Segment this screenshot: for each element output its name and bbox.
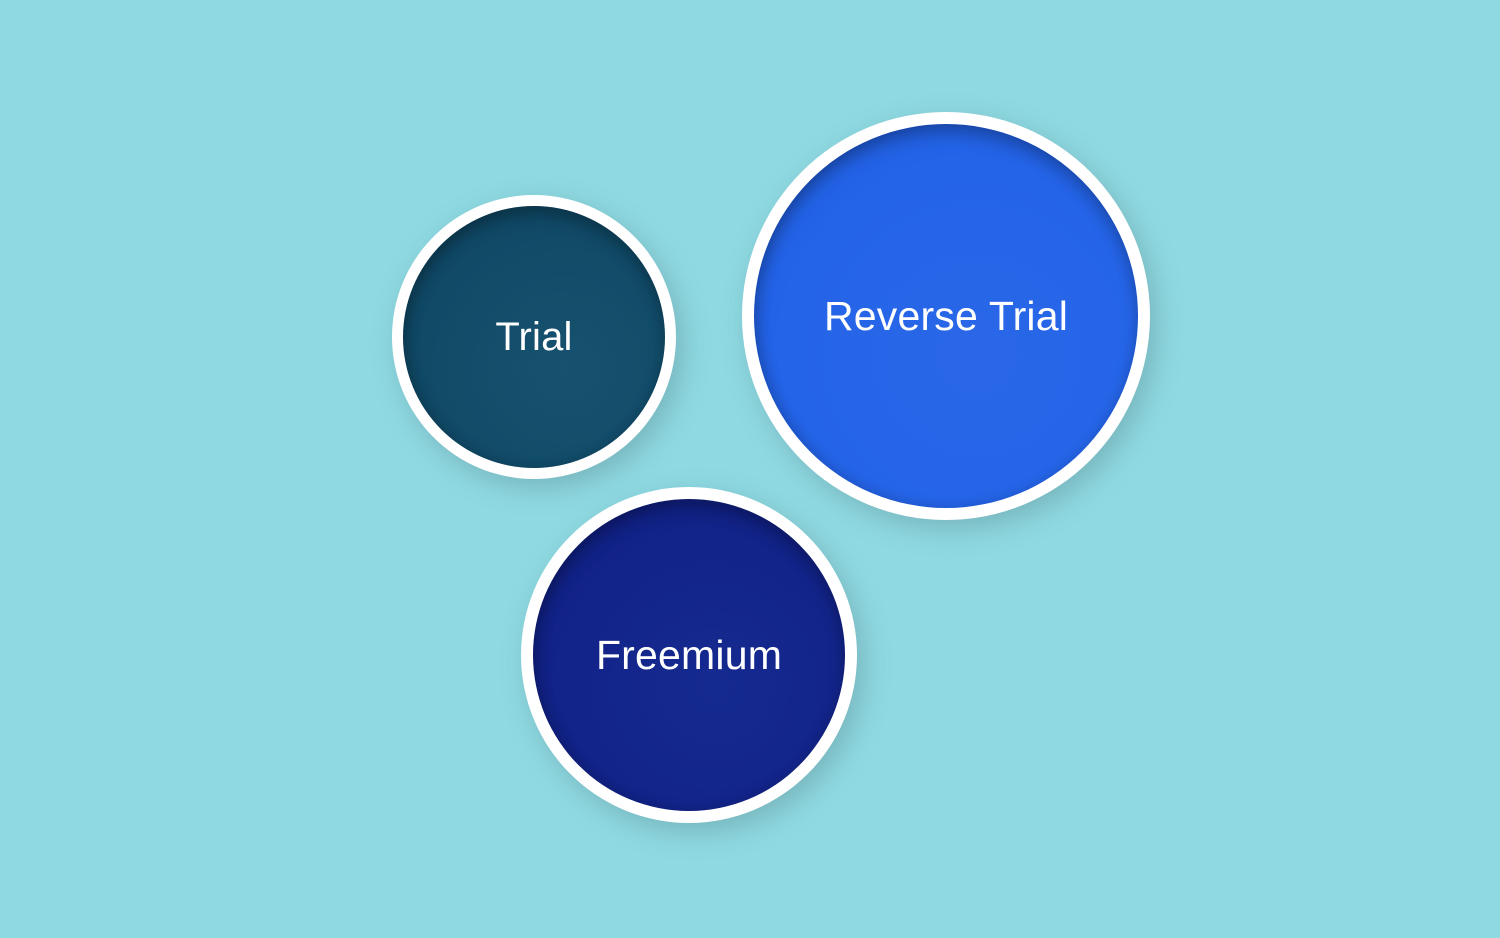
bubble-reverse-trial[interactable]: Reverse Trial (742, 112, 1150, 520)
bubble-freemium-label: Freemium (595, 631, 783, 678)
bubble-freemium-disc: Freemium (533, 499, 845, 811)
bubble-reverse-trial-label: Reverse Trial (823, 292, 1069, 339)
bubble-trial-label: Trial (495, 315, 573, 359)
bubble-trial-disc: Trial (403, 206, 665, 468)
bubble-freemium[interactable]: Freemium (521, 487, 857, 823)
bubble-trial[interactable]: Trial (392, 195, 676, 479)
bubble-reverse-trial-disc: Reverse Trial (754, 124, 1138, 508)
